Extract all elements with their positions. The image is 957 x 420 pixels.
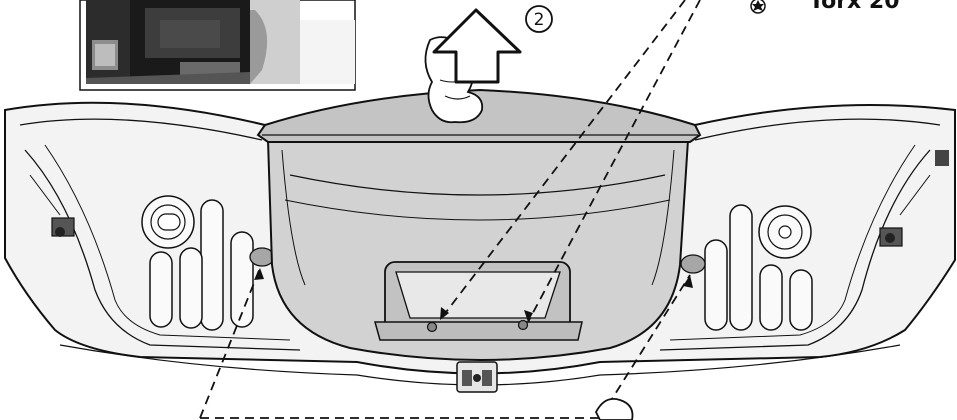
inset-photo [79, 0, 356, 91]
left-panel-emboss [141, 195, 254, 331]
hand-icon [594, 397, 634, 420]
trim-cover [256, 88, 702, 361]
fastener-label: Torx 20 [809, 0, 900, 14]
tailgate-latch [456, 361, 498, 393]
arrow-up-icon [432, 8, 522, 84]
leader-arrowheads [254, 268, 693, 322]
leader-lines [199, 0, 701, 419]
step-badge: 2 [525, 5, 553, 33]
torx-screw-icon [750, 0, 766, 14]
right-panel-emboss [704, 204, 813, 331]
left-plug [249, 247, 275, 267]
step-number: 2 [534, 10, 545, 30]
right-plug [680, 254, 706, 274]
